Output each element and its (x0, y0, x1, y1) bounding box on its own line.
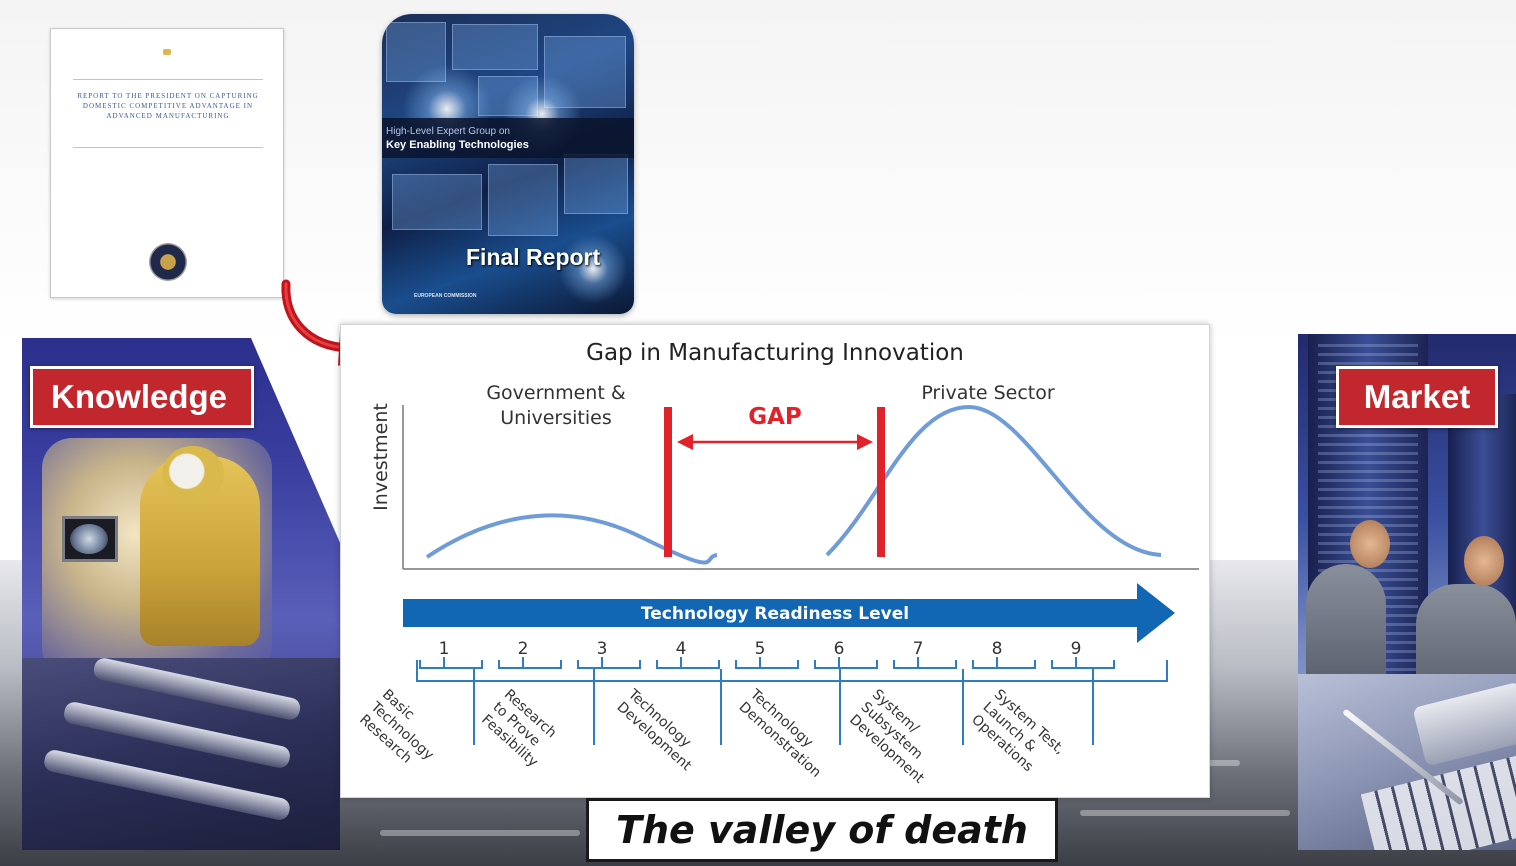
right-sector-label: Private Sector (921, 382, 1055, 404)
cover-kicker: High-Level Expert Group on (386, 126, 510, 137)
gap-diagram: Gap in Manufacturing Innovation Governme… (340, 324, 1210, 798)
report-title: Report to the President on Capturing Dom… (77, 92, 259, 120)
private-investment-curve (825, 404, 1162, 557)
presidential-seal-icon (149, 243, 187, 281)
diagram-title: Gap in Manufacturing Innovation (586, 340, 964, 366)
government-investment-curve (425, 513, 718, 565)
trl-bracket-6 (814, 660, 878, 669)
trl-level-5: 5 (755, 639, 766, 659)
left-sector-line2: Universities (500, 407, 611, 429)
gap-label: GAP (748, 404, 802, 430)
trl-level-2: 2 (518, 639, 529, 659)
trl-bracket-2 (498, 660, 562, 669)
trl-bracket-3 (577, 660, 641, 669)
trl-level-3: 3 (597, 639, 608, 659)
y-axis-label: Investment (370, 403, 392, 511)
caption-box: The valley of death (586, 798, 1058, 862)
trl-level-8: 8 (992, 639, 1003, 659)
trl-bar (403, 583, 1175, 643)
trl-bracket-9 (1051, 660, 1115, 669)
cover-publisher: EUROPEAN COMMISSION (414, 293, 477, 299)
trl-level-7: 7 (913, 639, 924, 659)
trl-bracket-4 (656, 660, 720, 669)
gap-diagram-svg: Gap in Manufacturing Innovation Governme… (356, 340, 1199, 787)
market-label: Market (1336, 366, 1498, 428)
trl-level-9: 9 (1071, 639, 1082, 659)
final-report-cover: High-Level Expert Group on Key Enabling … (382, 14, 634, 314)
cover-subject: Key Enabling Technologies (386, 139, 529, 151)
trl-bracket-8 (972, 660, 1036, 669)
star-icon (163, 49, 171, 55)
cover-title: Final Report (466, 244, 601, 270)
left-sector-line1: Government & (486, 382, 626, 404)
caption-text: The valley of death (616, 808, 1028, 852)
trl-level-6: 6 (834, 639, 845, 659)
gap-arrowhead-left (677, 434, 693, 450)
knowledge-label: Knowledge (30, 366, 254, 428)
report-cover: Report to the President on Capturing Dom… (50, 28, 284, 298)
trl-level-4: 4 (676, 639, 687, 659)
gap-arrowhead-right (857, 434, 873, 450)
trl-bracket-5 (735, 660, 799, 669)
stage-label-6: System Test,Launch &Operations (968, 686, 1067, 775)
stage-rail (416, 660, 1168, 682)
trl-label: Technology Readiness Level (641, 604, 909, 624)
trl-level-1: 1 (439, 639, 450, 659)
trl-bracket-7 (893, 660, 957, 669)
trl-bracket-1 (419, 660, 483, 669)
